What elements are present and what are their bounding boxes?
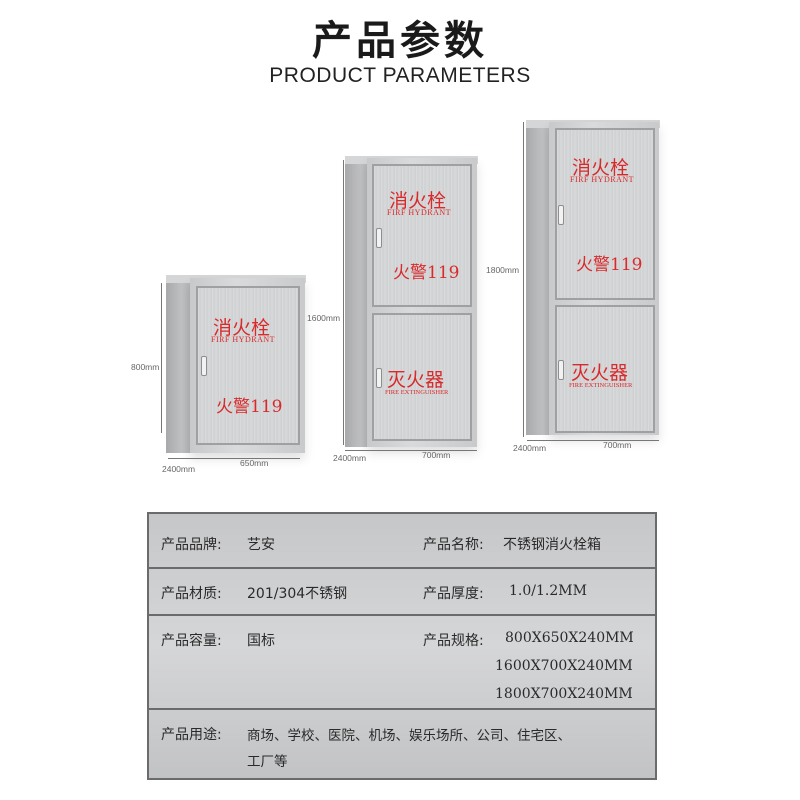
large-width-dim: 700mm [603, 440, 632, 450]
door-handle [376, 228, 382, 248]
small-width-dim: 650mm [240, 458, 269, 468]
height-dimension-line [161, 283, 162, 433]
cabinet-upper-door [555, 128, 655, 300]
table-row: 产品用途: 商场、学校、医院、机场、娱乐场所、公司、住宅区、 工厂等 [149, 710, 655, 778]
extinguisher-label: 灭火器 [387, 369, 445, 391]
thickness-label: 产品厚度: [423, 586, 484, 602]
thickness-value: 1.0/1.2MM [509, 583, 587, 599]
spec-value: 1800X700X240MM [495, 686, 633, 702]
spec-value: 1600X700X240MM [495, 658, 633, 674]
extinguisher-label-en: FIRE EXTINGUISHER [385, 389, 449, 396]
brand-value: 艺安 [247, 537, 275, 553]
width-dimension-line [527, 440, 659, 441]
usage-value-cont: 工厂等 [247, 754, 288, 770]
page-title: 产品参数 [312, 18, 488, 64]
material-value: 201/304不锈钢 [247, 586, 348, 602]
width-dimension-line [345, 450, 477, 451]
cabinet-side [345, 162, 371, 447]
hydrant-label-en: FIRF HYDRANT [387, 208, 452, 217]
fire-phone-label: 火警119 [576, 255, 643, 275]
cabinet-lower-door [372, 313, 472, 441]
hydrant-label: 消火栓 [213, 317, 271, 339]
extinguisher-label-en: FIRE EXTINGUISHER [569, 382, 633, 389]
door-handle [376, 368, 382, 388]
cabinet-side [526, 125, 553, 435]
material-label: 产品材质: [161, 586, 222, 602]
cabinet-illustrations: 800mm 消火栓 FIRF HYDRANT 火警119 2400mm 650m… [0, 100, 800, 490]
hydrant-label: 消火栓 [572, 157, 630, 179]
name-value: 不锈钢消火栓箱 [503, 537, 601, 553]
small-depth-dim: 2400mm [162, 464, 196, 474]
hydrant-label-en: FIRF HYDRANT [570, 175, 635, 184]
capacity-value: 国标 [247, 633, 275, 649]
fire-phone-label: 火警119 [216, 397, 283, 417]
medium-width-dim: 700mm [422, 450, 451, 460]
table-row: 产品材质: 201/304不锈钢 产品厚度: 1.0/1.2MM [149, 569, 655, 616]
table-row: 产品品牌: 艺安 产品名称: 不锈钢消火栓箱 [149, 514, 655, 569]
cabinet-side [166, 283, 192, 453]
capacity-label: 产品容量: [161, 633, 222, 649]
cabinet-door [196, 286, 300, 445]
cabinet-lower-door [555, 305, 655, 433]
large-height-dim: 1800mm [486, 265, 520, 275]
extinguisher-label: 灭火器 [571, 362, 629, 384]
height-dimension-line [343, 160, 344, 445]
small-height-dim: 800mm [131, 362, 160, 372]
cabinet-upper-door [372, 164, 472, 307]
door-handle [558, 205, 564, 225]
spec-label: 产品规格: [423, 633, 484, 649]
fire-phone-label: 火警119 [393, 263, 460, 283]
door-handle [201, 356, 207, 376]
parameters-table: 产品品牌: 艺安 产品名称: 不锈钢消火栓箱 产品材质: 201/304不锈钢 … [147, 512, 657, 780]
hydrant-label-en: FIRF HYDRANT [211, 335, 276, 344]
page-subtitle: PRODUCT PARAMETERS [269, 64, 531, 87]
medium-height-dim: 1600mm [307, 313, 341, 323]
large-depth-dim: 2400mm [513, 443, 547, 453]
usage-label: 产品用途: [161, 727, 222, 743]
medium-depth-dim: 2400mm [333, 453, 367, 463]
usage-value: 商场、学校、医院、机场、娱乐场所、公司、住宅区、 [247, 728, 571, 744]
hydrant-label: 消火栓 [389, 190, 447, 212]
width-dimension-line [168, 458, 300, 459]
spec-value: 800X650X240MM [505, 630, 634, 646]
table-row: 产品容量: 国标 产品规格: 800X650X240MM 1600X700X24… [149, 616, 655, 710]
height-dimension-line [523, 122, 524, 437]
brand-label: 产品品牌: [161, 537, 222, 553]
name-label: 产品名称: [423, 537, 484, 553]
door-handle [558, 360, 564, 380]
